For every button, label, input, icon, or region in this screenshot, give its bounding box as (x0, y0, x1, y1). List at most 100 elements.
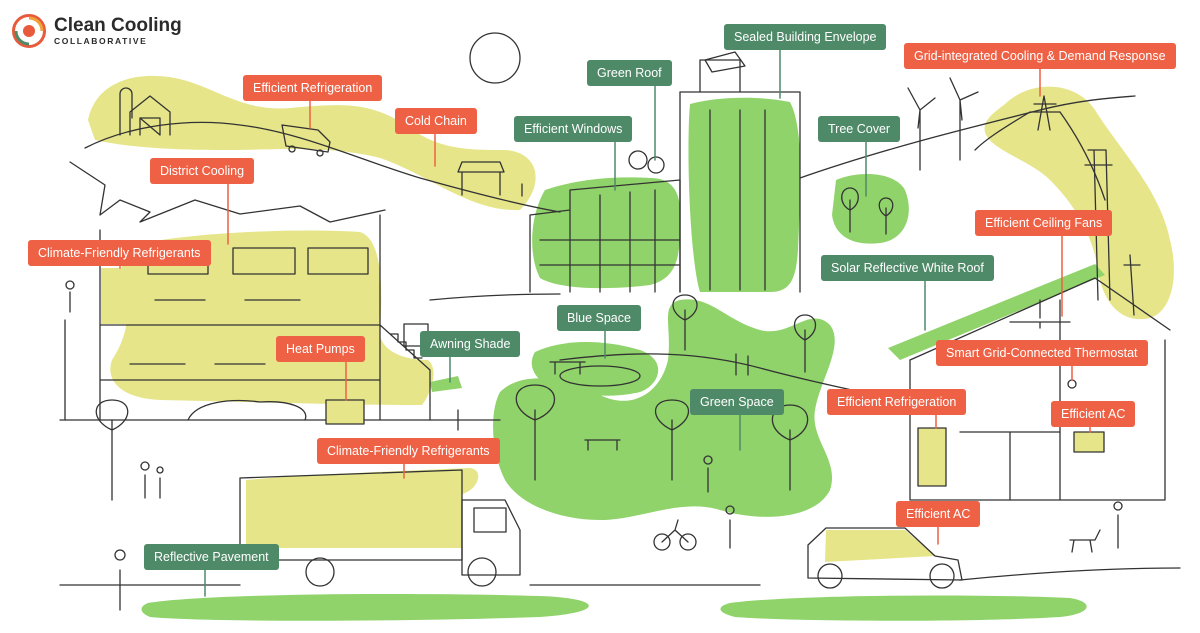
brand: Clean Cooling COLLABORATIVE (12, 14, 182, 48)
factory-window-3 (307, 247, 369, 275)
house-ac-highlight (1074, 432, 1104, 452)
factory-roof (69, 161, 386, 223)
wind-turbine-2 (949, 77, 979, 161)
label-grid-integrated-cooling: Grid-integrated Cooling & Demand Respons… (904, 43, 1176, 69)
label-efficient-refrigeration-farm: Efficient Refrigeration (243, 75, 383, 101)
brand-title: Clean Cooling (54, 15, 182, 36)
barn (129, 95, 171, 136)
park-people (735, 353, 749, 376)
roof-tree-1 (628, 150, 648, 170)
bike-wheel-1 (653, 533, 671, 551)
truck-cab-window (473, 507, 507, 533)
silo (119, 87, 133, 136)
right-hill-line (799, 95, 1136, 179)
label-efficient-ceiling-fans: Efficient Ceiling Fans (975, 210, 1113, 236)
fridge-highlight (101, 268, 133, 324)
farm-van (281, 124, 331, 153)
grid-highlight (984, 86, 1174, 320)
house-ac-unit (1073, 431, 1105, 453)
farm-hill-line (84, 121, 561, 213)
car-wheel-1 (817, 563, 843, 589)
pedestrian-3 (1113, 501, 1123, 549)
family (140, 461, 164, 499)
sun (469, 32, 521, 84)
label-green-roof: Green Roof (587, 60, 672, 86)
label-solar-reflective-white-roof: Solar Reflective White Roof (821, 255, 994, 281)
label-sealed-building-envelope: Sealed Building Envelope (724, 24, 887, 50)
tower (679, 59, 801, 293)
tree-cover-trees (841, 187, 894, 235)
truck-wheel-2 (467, 557, 497, 587)
green-roof-highlight (532, 177, 681, 289)
house-fridge-highlight (918, 428, 946, 486)
label-efficient-windows: Efficient Windows (514, 116, 633, 142)
clean-cooling-logo (12, 14, 46, 48)
red-leader-lines (119, 67, 1091, 545)
pedestrian-2 (725, 505, 735, 549)
truck-cab (461, 499, 521, 576)
label-blue-space: Blue Space (557, 305, 641, 331)
label-awning-shade: Awning Shade (420, 331, 521, 357)
truck-wheel-1 (305, 557, 335, 587)
tree-cover-highlight (832, 174, 909, 244)
house-interior (959, 431, 1061, 501)
label-efficient-ac-house: Efficient AC (1051, 401, 1136, 427)
label-cold-chain: Cold Chain (395, 108, 477, 134)
green-space-highlight (493, 299, 835, 520)
pond-dock (549, 361, 586, 375)
pylon (1029, 95, 1061, 131)
label-district-cooling: District Cooling (150, 158, 255, 184)
person-park (703, 455, 713, 493)
ceiling-fan (1009, 299, 1071, 329)
pavement-right (720, 595, 1087, 621)
park-tree-4 (672, 294, 698, 351)
hedge (187, 399, 307, 421)
office-building (529, 179, 681, 293)
car-highlight (825, 530, 935, 562)
tower-highlight (688, 97, 801, 293)
factory-window-2 (232, 247, 296, 275)
ground-line-right (959, 567, 1181, 581)
label-reflective-pavement: Reflective Pavement (144, 544, 279, 570)
shop (457, 161, 505, 196)
bike-wheel-2 (679, 533, 697, 551)
power-lines (974, 111, 1106, 201)
truck-highlight (246, 468, 479, 548)
heat-pump-unit (325, 399, 365, 425)
pedestrian-1 (114, 549, 126, 611)
white-roof-highlight (888, 264, 1105, 360)
park-tree-1 (515, 384, 555, 481)
park-tree-2 (655, 399, 689, 481)
park-tree-5 (793, 314, 817, 373)
pond (559, 365, 641, 387)
dog (1069, 529, 1101, 553)
label-tree-cover: Tree Cover (818, 116, 901, 142)
green-leader-lines (204, 48, 926, 597)
label-heat-pumps: Heat Pumps (276, 336, 365, 362)
label-climate-friendly-refrigerants-factory: Climate-Friendly Refrigerants (28, 240, 211, 266)
park-tree-3 (771, 404, 809, 491)
label-climate-friendly-refrigerants-truck: Climate-Friendly Refrigerants (317, 438, 500, 464)
thermostat (1067, 379, 1077, 389)
label-efficient-ac-car: Efficient AC (896, 501, 981, 527)
label-efficient-refrigeration-house: Efficient Refrigeration (827, 389, 967, 415)
house-walls (909, 277, 1171, 501)
house-fridge (917, 427, 947, 487)
street-tree (95, 399, 129, 501)
bike-frame (661, 519, 689, 543)
brand-subtitle: COLLABORATIVE (54, 36, 148, 46)
car-body (807, 527, 963, 581)
label-green-space: Green Space (690, 389, 784, 415)
tower-solar (704, 51, 746, 73)
roof-tree-2 (647, 156, 665, 174)
label-smart-grid-thermostat: Smart Grid-Connected Thermostat (936, 340, 1148, 366)
farm-highlight-blob (88, 75, 536, 211)
awning-highlight (430, 376, 462, 392)
car-wheel-2 (929, 563, 955, 589)
midground-line (429, 293, 561, 301)
pavement-left (141, 594, 589, 621)
bench (584, 439, 621, 451)
wind-turbine-1 (907, 87, 936, 171)
